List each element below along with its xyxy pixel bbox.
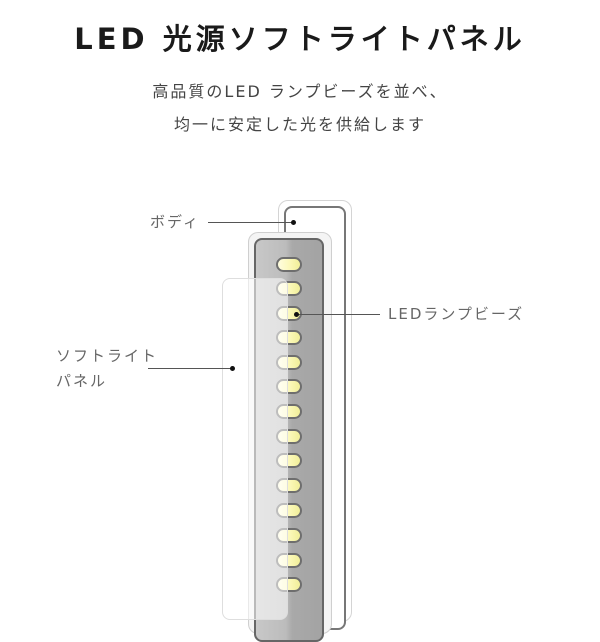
- label-soft-panel-line2: パネル: [56, 372, 108, 390]
- leader-dot-led: [294, 312, 299, 317]
- soft-light-panel: [222, 278, 288, 620]
- leader-line-panel: [148, 368, 232, 369]
- leader-line-led: [296, 314, 380, 315]
- page-title: LED 光源ソフトライトパネル: [74, 22, 526, 56]
- subtitle-line-2: 均一に安定した光を供給します: [173, 115, 426, 134]
- leader-line-body: [208, 222, 292, 223]
- label-body: ボディ: [150, 213, 200, 231]
- led-bead: [276, 257, 302, 272]
- leader-dot-panel: [230, 366, 235, 371]
- subtitle-line-1: 高品質のLED ランプビーズを並べ、: [152, 82, 448, 101]
- leader-dot-body: [291, 220, 296, 225]
- label-soft-panel-line1: ソフトライト: [56, 347, 159, 365]
- label-led-beads: LEDランプビーズ: [388, 305, 525, 323]
